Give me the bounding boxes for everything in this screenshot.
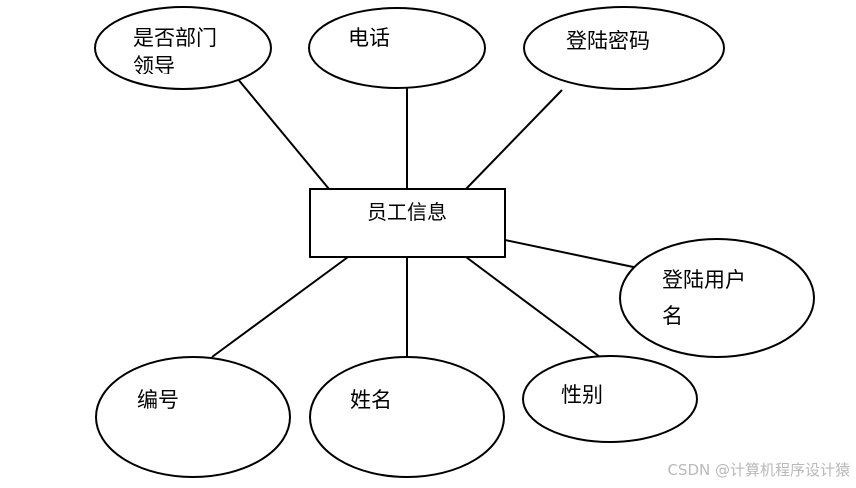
attribute-label-line1: 是否部门 xyxy=(133,26,217,50)
attribute-gender: 性别 xyxy=(522,355,698,443)
connector-employee-id xyxy=(211,256,349,358)
attribute-login-password: 登陆密码 xyxy=(523,6,725,90)
connector-login-password xyxy=(465,89,563,190)
attribute-label: 电话 xyxy=(348,26,390,50)
attribute-name: 姓名 xyxy=(309,356,505,478)
connector-login-username xyxy=(504,239,639,269)
attribute-label: 登陆密码 xyxy=(566,29,650,53)
attribute-label-line1: 登陆用户 xyxy=(662,268,746,292)
attribute-label: 编号 xyxy=(137,388,179,412)
attribute-label-line2: 领导 xyxy=(133,54,175,78)
attribute-phone: 电话 xyxy=(308,7,486,89)
entity-employee-info: 员工信息 xyxy=(309,188,506,258)
attribute-label: 姓名 xyxy=(350,388,392,412)
attribute-label: 性别 xyxy=(561,383,603,407)
attribute-employee-id: 编号 xyxy=(95,356,291,478)
watermark: CSDN @计算机程序设计猿 xyxy=(667,461,850,479)
connector-is-dept-leader xyxy=(231,71,330,190)
attribute-label-line2: 名 xyxy=(662,304,683,328)
attribute-login-username: 登陆用户 名 xyxy=(619,238,815,358)
entity-label: 员工信息 xyxy=(367,200,447,224)
attribute-is-dept-leader: 是否部门 领导 xyxy=(94,6,272,90)
connector-gender xyxy=(465,256,601,358)
